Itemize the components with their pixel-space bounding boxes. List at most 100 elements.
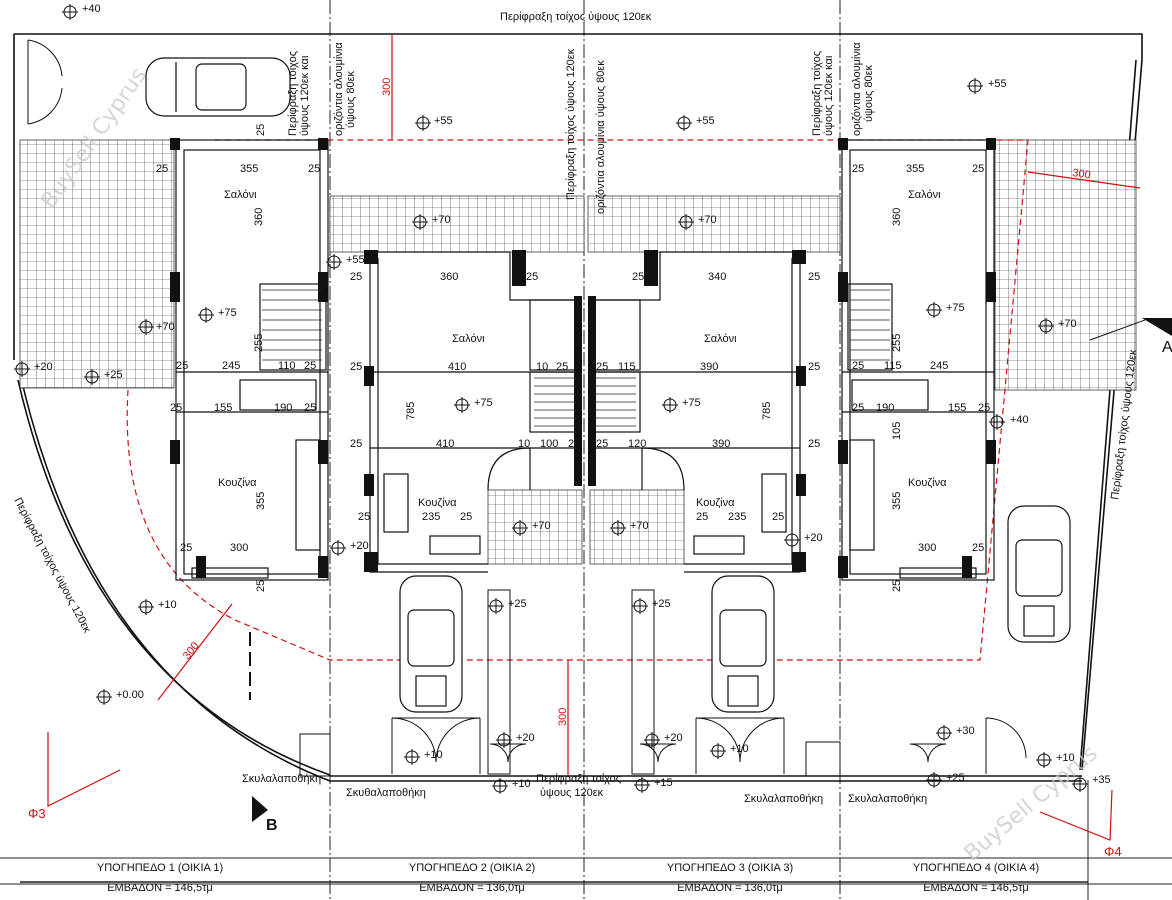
level-marker xyxy=(96,689,112,705)
level-marker xyxy=(676,115,692,131)
dimension-label: 25 xyxy=(891,580,903,592)
dimension-label: 300 xyxy=(230,542,248,554)
dimension-label: 355 xyxy=(255,492,267,510)
car-icon-4 xyxy=(1007,505,1071,643)
level-marker xyxy=(710,743,726,759)
dimension-label: 25 xyxy=(304,360,316,372)
house-4-walls xyxy=(841,139,995,581)
dimension-label: 25 xyxy=(170,402,182,414)
car-icon-3 xyxy=(711,575,775,713)
level-marker xyxy=(496,732,512,748)
level-marker xyxy=(404,749,420,765)
dimension-label: +55 xyxy=(434,115,453,127)
dimension-label: 785 xyxy=(405,402,417,420)
dimension-label: +75 xyxy=(474,397,493,409)
dog-house-label-3: Σκυλαλαποθήκη xyxy=(744,793,823,805)
level-marker xyxy=(926,302,942,318)
level-marker xyxy=(454,397,470,413)
dog-house-label-2: Σκυθαλαποθήκη xyxy=(346,787,426,799)
dimension-label: +55 xyxy=(988,78,1007,90)
dimension-label: 355 xyxy=(891,492,903,510)
unit-name: ΥΠΟΓΗΠΕΔΟ 4 (ΟΙΚΙΑ 4) xyxy=(912,862,1040,874)
level-marker xyxy=(412,214,428,230)
house-2-walls xyxy=(369,251,581,573)
dimension-label: 235 xyxy=(422,511,440,523)
dimension-label: 25 xyxy=(526,271,538,283)
dimension-label: +20 xyxy=(34,361,53,373)
dimension-label: 300 xyxy=(1072,167,1092,181)
dimension-label: 360 xyxy=(440,271,458,283)
dimension-label: 340 xyxy=(708,271,726,283)
level-marker xyxy=(1036,752,1052,768)
unit-3: ΥΠΟΓΗΠΕΔΟ 3 (ΟΙΚΙΑ 3) ΕΜΒΑΔΟΝ = 136,0τμ xyxy=(630,862,830,894)
level-marker xyxy=(632,598,648,614)
house-1-columns xyxy=(170,138,328,578)
dimension-label: 410 xyxy=(436,438,454,450)
dimension-label: +20 xyxy=(516,732,535,744)
dimension-label: 25 xyxy=(460,511,472,523)
dimension-label: 25 xyxy=(568,438,580,450)
level-marker xyxy=(492,778,508,794)
dimension-label: 25 xyxy=(772,511,784,523)
wall-label-l2: ύψους 120εκ και xyxy=(299,55,311,136)
dimension-label: 25 xyxy=(808,438,820,450)
parking-strips xyxy=(299,589,841,777)
dimension-label: 390 xyxy=(712,438,730,450)
house-3-columns xyxy=(588,250,806,572)
dimension-label: 25 xyxy=(808,361,820,373)
dimension-label: 410 xyxy=(448,361,466,373)
dimension-label: +40 xyxy=(82,3,101,15)
level-marker xyxy=(198,307,214,323)
section-a-label: A xyxy=(1162,339,1172,356)
dimension-label: 300 xyxy=(381,78,393,96)
dimension-label: 25 xyxy=(972,542,984,554)
level-marker xyxy=(512,520,528,536)
dimension-label: 25 xyxy=(180,542,192,554)
room-kitchen-4: Κουζίνα xyxy=(908,477,947,489)
watermark: BuySell Cyprus xyxy=(960,741,1103,867)
dimension-label: +55 xyxy=(346,254,365,266)
dimension-label: 10 xyxy=(536,361,548,373)
level-marker xyxy=(1072,776,1088,792)
dimension-label: +10 xyxy=(424,749,443,761)
dimension-label: +75 xyxy=(218,307,237,319)
dimension-label: 255 xyxy=(891,334,903,352)
dimension-label: 155 xyxy=(214,402,232,414)
dimension-label: +75 xyxy=(946,302,965,314)
dimension-label: 25 xyxy=(350,271,362,283)
wall-label-r4: ύψους 80εκ xyxy=(863,65,875,122)
dimension-label: 785 xyxy=(761,402,773,420)
dimension-label: +40 xyxy=(1010,414,1029,426)
dimension-label: 25 xyxy=(852,163,864,175)
dimension-label: 25 xyxy=(556,361,568,373)
dimension-label: 25 xyxy=(255,580,267,592)
wall-label-r1: Περίφραξη τοίχος xyxy=(811,51,823,136)
dimension-label: 245 xyxy=(930,360,948,372)
wall-label-bottom-2: ύψους 120εκ xyxy=(540,787,604,799)
dimension-label: 25 xyxy=(978,402,990,414)
dimension-label: 25 xyxy=(350,438,362,450)
dimension-label: 100 xyxy=(540,438,558,450)
wall-label-l3: οριζόντια αλουμίνια xyxy=(333,42,345,136)
dimension-label: 25 xyxy=(632,271,644,283)
dimension-label: +75 xyxy=(682,397,701,409)
unit-area: ΕΜΒΑΔΟΝ = 146,5τμ xyxy=(107,882,213,894)
dimension-label: +70 xyxy=(698,214,717,226)
house-2-columns xyxy=(364,250,582,572)
tiled-patios xyxy=(19,139,1137,565)
unit-area: ΕΜΒΑΔΟΝ = 146,5τμ xyxy=(923,882,1029,894)
dimension-label: 300 xyxy=(918,542,936,554)
dimension-label: +70 xyxy=(532,520,551,532)
dimension-label: 25 xyxy=(304,402,316,414)
car-icon-2 xyxy=(399,575,463,713)
unit-name: ΥΠΟΓΗΠΕΔΟ 1 (ΟΙΚΙΑ 1) xyxy=(96,862,224,874)
dimension-label: 25 xyxy=(808,271,820,283)
room-living-4: Σαλόνι xyxy=(908,189,941,201)
level-marker xyxy=(14,361,30,377)
dog-house-label-4: Σκυλαλαποθήκη xyxy=(848,793,927,805)
dimension-label: 10 xyxy=(518,438,530,450)
dimension-label: 115 xyxy=(618,361,636,373)
section-markers xyxy=(249,318,1172,822)
dimension-label: +25 xyxy=(946,772,965,784)
